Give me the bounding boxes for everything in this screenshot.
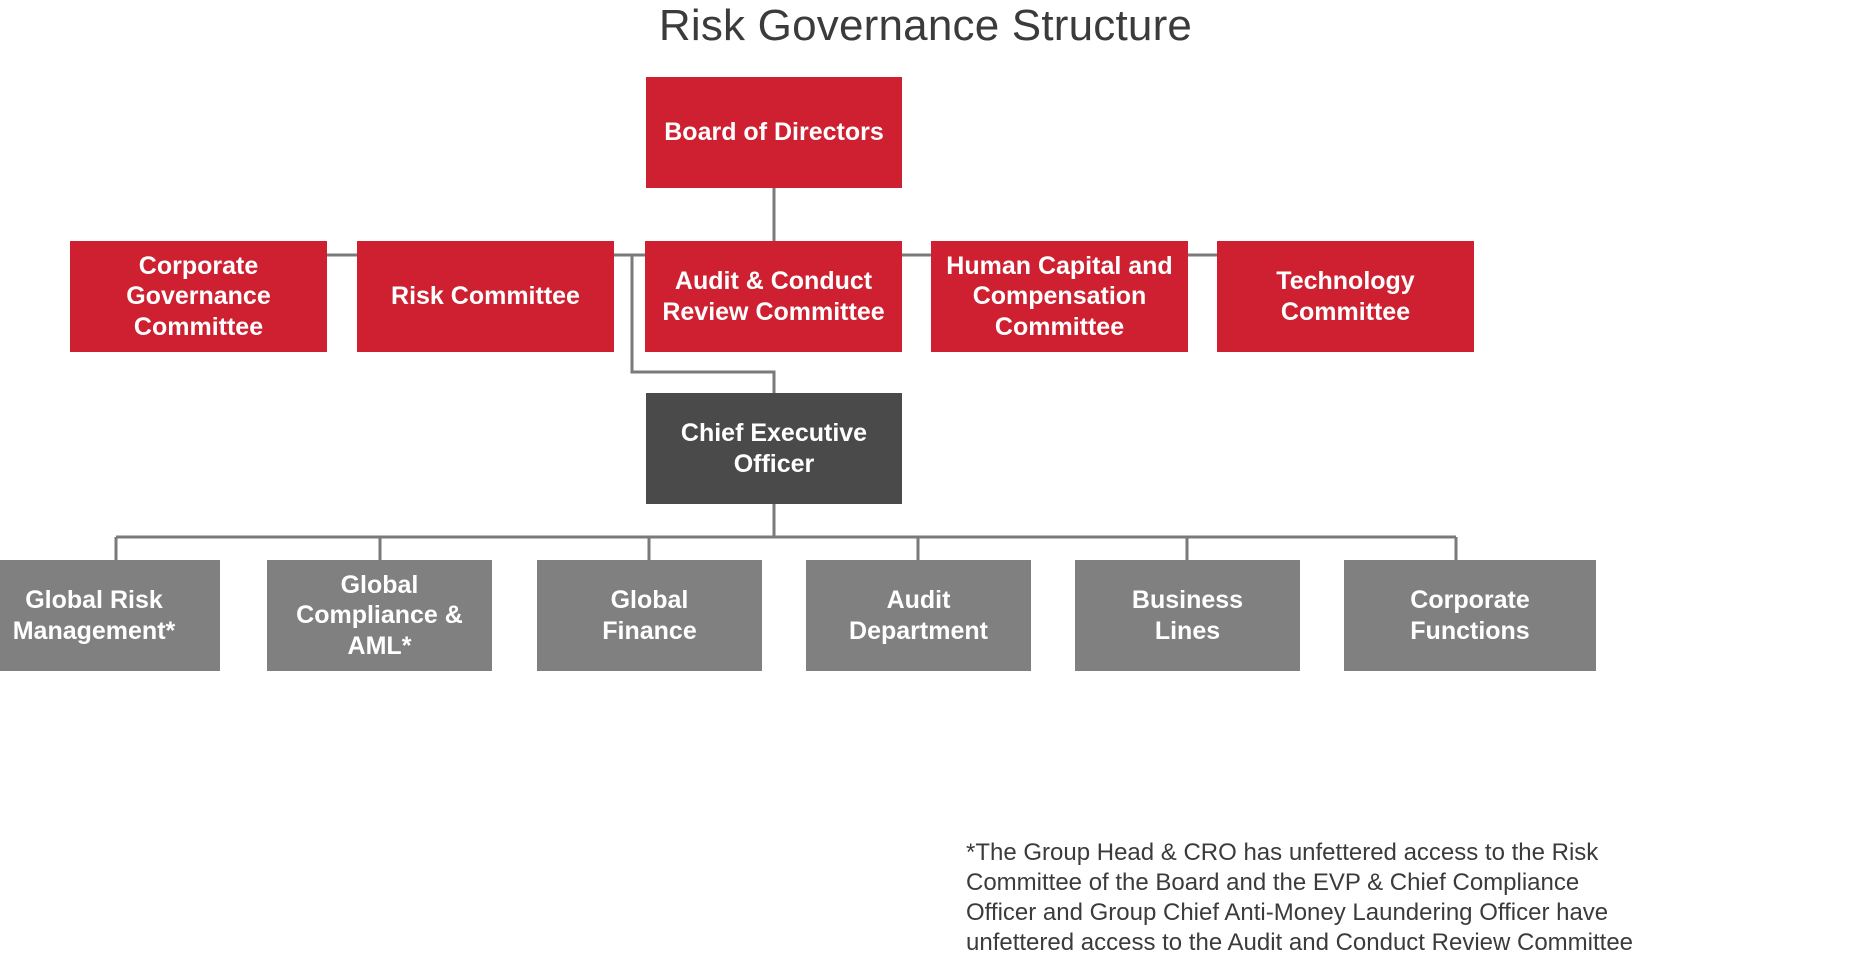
node-human-capital-compensation-committee[interactable]: Human Capital and Compensation Committee (931, 241, 1188, 352)
node-label-corporate-functions: Corporate Functions (1410, 586, 1530, 645)
node-label-global-finance: Global Finance (602, 586, 697, 645)
node-label-global-risk-management: Global Risk Management* (12, 586, 176, 645)
node-label-technology-committee: Technology Committee (1276, 267, 1415, 326)
node-audit-department[interactable]: Audit Department (806, 560, 1031, 671)
node-label-corporate-governance-committee: Corporate Governance Committee (126, 252, 271, 341)
node-label-human-capital-compensation-committee: Human Capital and Compensation Committee (946, 252, 1173, 341)
node-chief-executive-officer[interactable]: Chief Executive Officer (646, 393, 902, 504)
node-label-risk-committee: Risk Committee (391, 282, 580, 311)
node-risk-committee[interactable]: Risk Committee (357, 241, 614, 352)
node-label-board-of-directors: Board of Directors (664, 118, 884, 147)
node-technology-committee[interactable]: Technology Committee (1217, 241, 1474, 352)
node-global-finance[interactable]: Global Finance (537, 560, 762, 671)
node-label-business-lines: Business Lines (1131, 586, 1244, 645)
node-label-chief-executive-officer: Chief Executive Officer (680, 419, 868, 478)
node-label-audit-conduct-review-committee: Audit & Conduct Review Committee (662, 267, 885, 326)
node-label-audit-department: Audit Department (849, 586, 988, 645)
node-board-of-directors[interactable]: Board of Directors (646, 77, 902, 188)
node-label-global-compliance-aml: Global Compliance & AML* (296, 571, 463, 660)
node-corporate-functions[interactable]: Corporate Functions (1344, 560, 1596, 671)
node-global-compliance-aml[interactable]: Global Compliance & AML* (267, 560, 492, 671)
node-global-risk-management[interactable]: Global Risk Management* (0, 560, 220, 671)
node-corporate-governance-committee[interactable]: Corporate Governance Committee (70, 241, 327, 352)
footnote-text: *The Group Head & CRO has unfettered acc… (966, 839, 1634, 956)
page-title: Risk Governance Structure (658, 1, 1193, 50)
node-business-lines[interactable]: Business Lines (1075, 560, 1300, 671)
node-audit-conduct-review-committee[interactable]: Audit & Conduct Review Committee (645, 241, 902, 352)
